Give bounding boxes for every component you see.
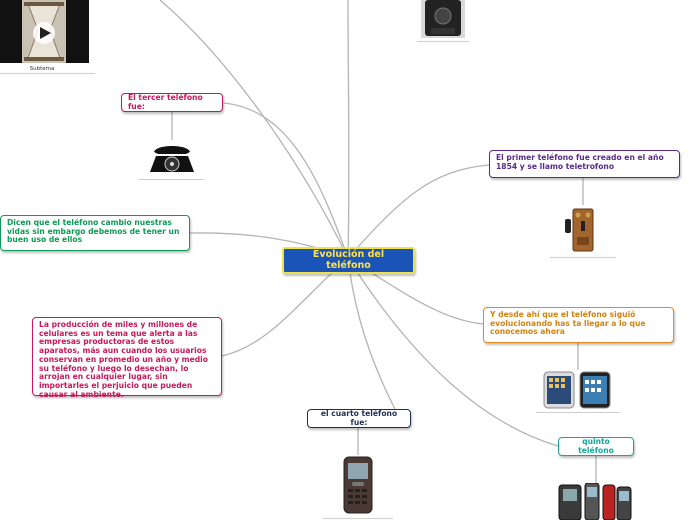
video-underline (0, 73, 95, 74)
connector-primer (347, 164, 490, 259)
wall-phone-image (555, 205, 611, 255)
smartphones-underline (536, 412, 620, 413)
central-topic[interactable]: Evolución del teléfono (282, 247, 415, 274)
video-thumbnail[interactable] (0, 0, 89, 63)
connector-top (347, 0, 350, 259)
node-cuarto-telefono[interactable]: el cuarto teléfono fue: (307, 409, 411, 428)
hourglass-image (0, 0, 89, 63)
smartphones-image (540, 370, 614, 410)
connector-cuarto (347, 257, 396, 410)
video-caption: Subtema (29, 66, 55, 72)
wall-phone-underline (550, 257, 616, 258)
node-dicen-telefono[interactable]: Dicen que el teléfono cambio nuestras vi… (0, 215, 190, 251)
rotary-phone-image (142, 140, 202, 176)
connector-quinto (347, 257, 559, 447)
node-desde-ahi[interactable]: Y desde ahí que el teléfono siguió evolu… (483, 307, 674, 343)
telephone-image-top (421, 0, 465, 38)
flip-phones-image (557, 483, 633, 520)
node-quinto-telefono[interactable]: quinto teléfono (558, 437, 634, 456)
node-tercer-telefono[interactable]: El tercer teléfono fue: (121, 93, 223, 112)
nokia-phone-image (328, 455, 388, 515)
node-primer-telefono[interactable]: El primer teléfono fue creado en el año … (489, 150, 680, 178)
nokia-phone-underline (323, 518, 393, 519)
node-produccion-celulares[interactable]: La producción de miles y millones de cel… (32, 317, 222, 399)
rotary-phone-underline (138, 179, 204, 180)
top-image-underline (417, 41, 469, 42)
connector-tercer (223, 102, 349, 259)
connector-top-left (159, 0, 349, 259)
